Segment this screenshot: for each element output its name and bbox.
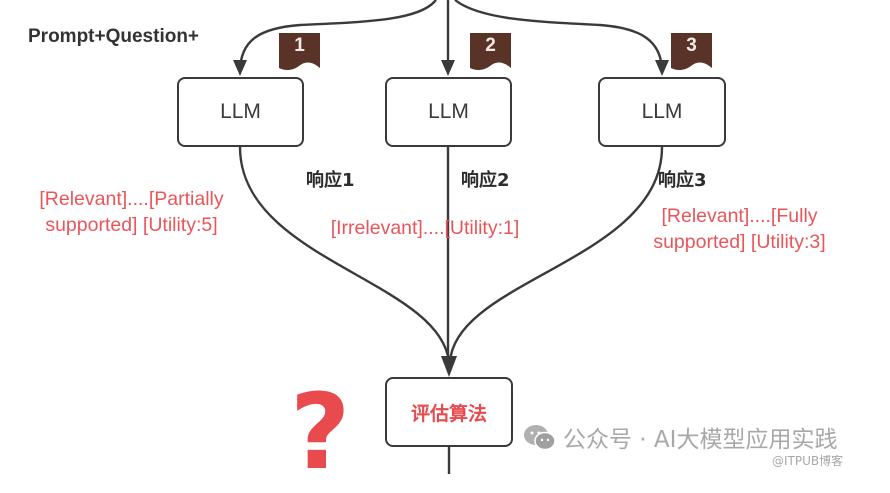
input-label: Prompt+Question+ bbox=[28, 26, 200, 47]
step-badge-1: 1 bbox=[279, 33, 320, 71]
step-badge-2: 2 bbox=[470, 33, 511, 71]
document-flag-icon bbox=[279, 33, 320, 71]
llm-node-3[interactable]: LLM bbox=[598, 77, 726, 147]
response-label-1: 响应1 bbox=[306, 170, 355, 191]
llm-node-label: LLM bbox=[428, 100, 469, 123]
arrow-head-3 bbox=[655, 60, 669, 76]
annotation-2: [Irrelevant]....[Utility:1] bbox=[330, 217, 520, 239]
evaluation-label: 评估算法 bbox=[410, 402, 487, 425]
document-flag-icon bbox=[671, 33, 712, 71]
line-from-llm-3 bbox=[448, 146, 664, 363]
arrow-head-1 bbox=[233, 60, 247, 76]
connector-lines bbox=[233, 0, 669, 474]
question-mark-icon: ? bbox=[290, 371, 351, 493]
document-flag-icon bbox=[470, 33, 511, 71]
step-badge-3: 3 bbox=[671, 33, 712, 71]
llm-node-label: LLM bbox=[641, 100, 683, 123]
arrow-head-eval bbox=[441, 356, 457, 377]
watermark: 公众号 · AI大模型应用实践 bbox=[523, 420, 837, 454]
arrow-to-llm-3 bbox=[454, 0, 664, 73]
llm-node-label: LLM bbox=[220, 100, 261, 123]
annotation-1: [Relevant]....[Partially supported] [Uti… bbox=[39, 188, 224, 236]
response-label-3: 响应3 bbox=[658, 170, 707, 191]
llm-node-1[interactable]: LLM bbox=[177, 77, 304, 147]
annotation-3: [Relevant]....[Fully supported] [Utility… bbox=[653, 205, 826, 253]
line-from-llm-1 bbox=[238, 146, 451, 363]
response-label-2: 响应2 bbox=[461, 170, 510, 191]
arrow-head-2 bbox=[441, 60, 455, 76]
watermark-text: 公众号 · AI大模型应用实践 bbox=[563, 427, 838, 453]
watermark-source: @ITPUB博客 bbox=[772, 454, 844, 468]
llm-node-2[interactable]: LLM bbox=[385, 77, 512, 147]
evaluation-algorithm-node[interactable]: 评估算法 bbox=[385, 377, 513, 447]
wechat-icon bbox=[524, 425, 556, 451]
arrow-to-llm-1 bbox=[238, 0, 437, 73]
